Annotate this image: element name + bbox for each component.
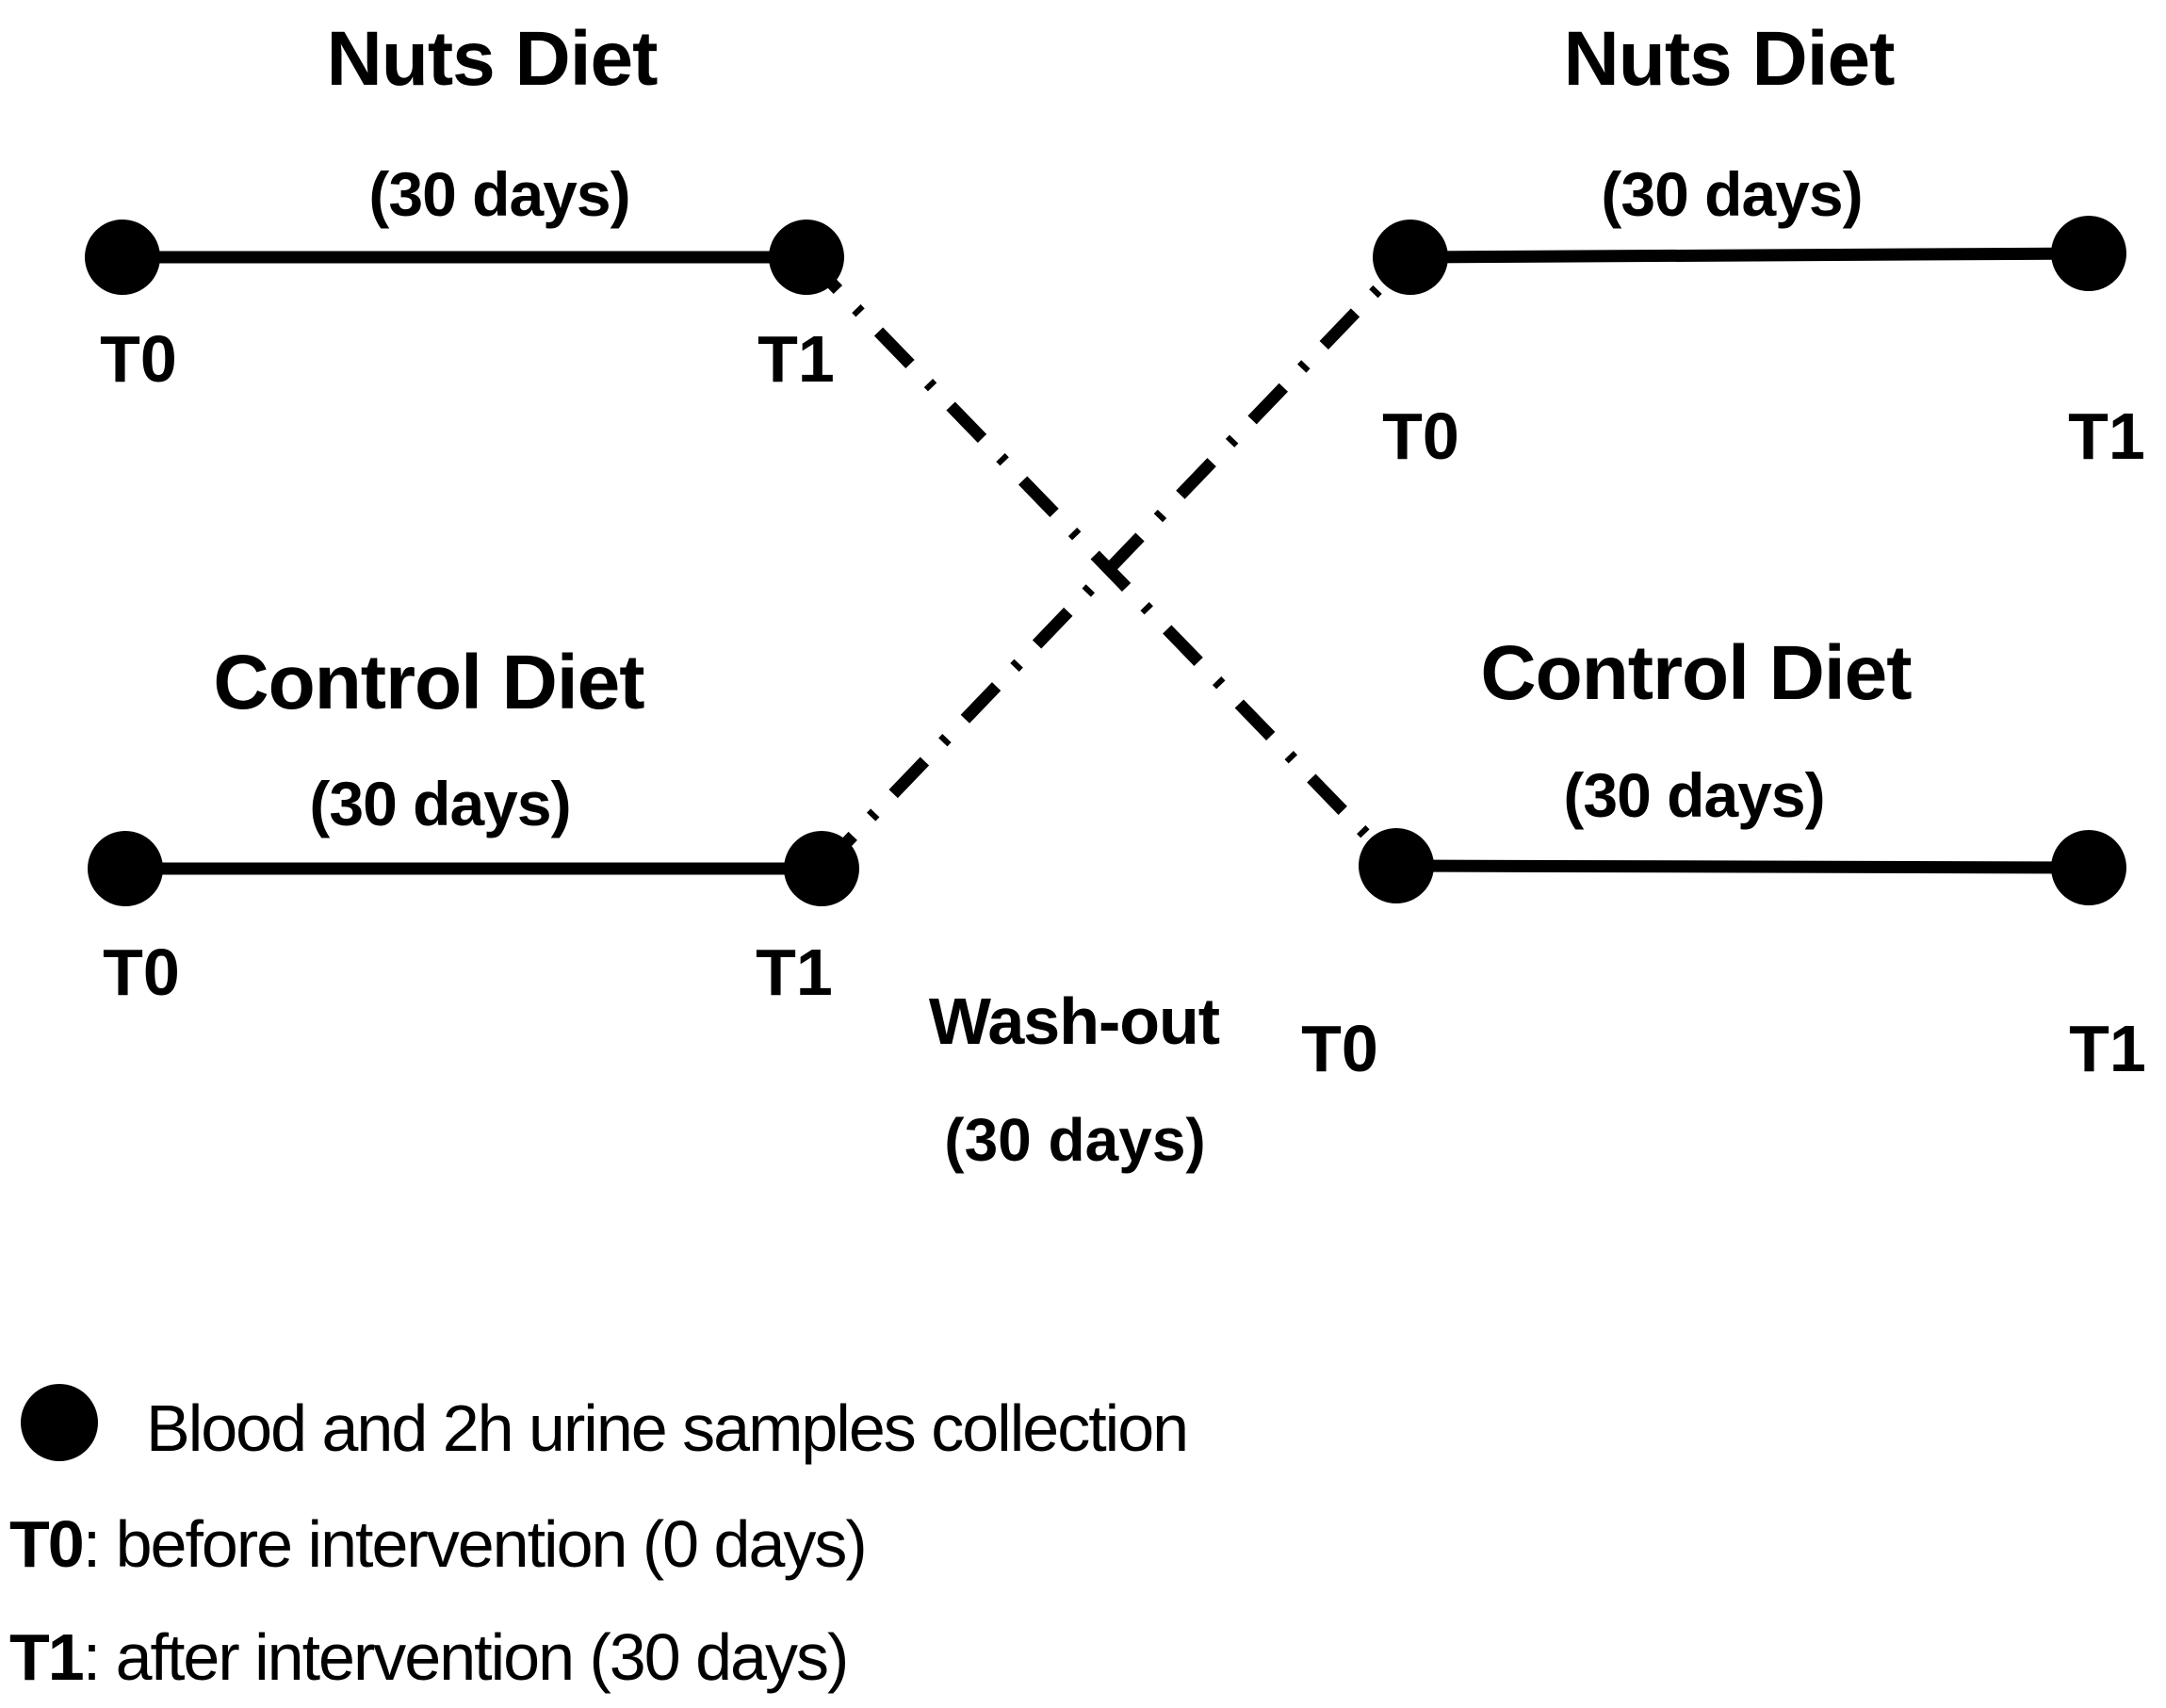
legend-t1-definition: : after intervention (30 days)	[83, 1620, 848, 1694]
timeline-period2-control: Control Diet (30 days) T0 T1	[1301, 630, 2146, 1085]
period1-control-title: Control Diet	[213, 640, 644, 725]
period2-control-line	[1395, 859, 2090, 874]
period1-nuts-duration: (30 days)	[368, 159, 629, 229]
period1-nuts-t0-label: T0	[100, 322, 177, 396]
period2-nuts-duration: (30 days)	[1601, 159, 1862, 229]
period2-nuts-line	[1409, 247, 2090, 264]
period1-control-t0-label: T0	[103, 935, 180, 1009]
period2-control-t1-label: T1	[2069, 1012, 2146, 1085]
period2-nuts-t1-label: T1	[2068, 399, 2145, 473]
period2-control-t0-label: T0	[1301, 1012, 1378, 1085]
period2-control-t1-sample-dot-icon	[2051, 830, 2126, 905]
period1-control-t0-sample-dot-icon	[88, 831, 163, 906]
crossover-path-control-to-nuts	[817, 251, 1415, 873]
period2-nuts-t1-sample-dot-icon	[2051, 216, 2126, 291]
period1-control-t1-label: T1	[756, 935, 833, 1009]
legend-t1-line: T1: after intervention (30 days)	[9, 1620, 847, 1694]
timeline-period1-control: Control Diet (30 days) T0 T1	[88, 640, 859, 1009]
period1-nuts-t0-sample-dot-icon	[85, 220, 160, 295]
legend: Blood and 2h urine samples collection T0…	[9, 1384, 1189, 1694]
legend-sample-label: Blood and 2h urine samples collection	[146, 1391, 1187, 1465]
crossover-lines	[802, 251, 1415, 873]
legend-t0-line: T0: before intervention (0 days)	[9, 1507, 866, 1581]
timeline-period1-nuts: Nuts Diet (30 days) T0 T1	[85, 16, 844, 396]
washout-block: Wash-out (30 days)	[929, 984, 1221, 1174]
period2-nuts-title: Nuts Diet	[1564, 16, 1896, 102]
period2-nuts-t0-label: T0	[1382, 399, 1459, 473]
legend-sample-dot-icon	[21, 1384, 98, 1461]
legend-t0-definition: : before intervention (0 days)	[83, 1507, 866, 1581]
crossover-path-nuts-to-control	[802, 252, 1401, 870]
period1-nuts-t1-label: T1	[757, 322, 835, 396]
legend-t1-term: T1	[9, 1620, 83, 1694]
period2-control-duration: (30 days)	[1563, 760, 1824, 830]
washout-title: Wash-out	[929, 984, 1220, 1058]
timeline-period2-nuts: Nuts Diet (30 days) T0 T1	[1373, 16, 2145, 473]
period1-nuts-title: Nuts Diet	[327, 16, 659, 102]
period2-control-title: Control Diet	[1480, 630, 1912, 716]
legend-t0-term: T0	[9, 1507, 83, 1581]
period1-control-duration: (30 days)	[309, 769, 570, 838]
washout-duration: (30 days)	[944, 1106, 1205, 1174]
